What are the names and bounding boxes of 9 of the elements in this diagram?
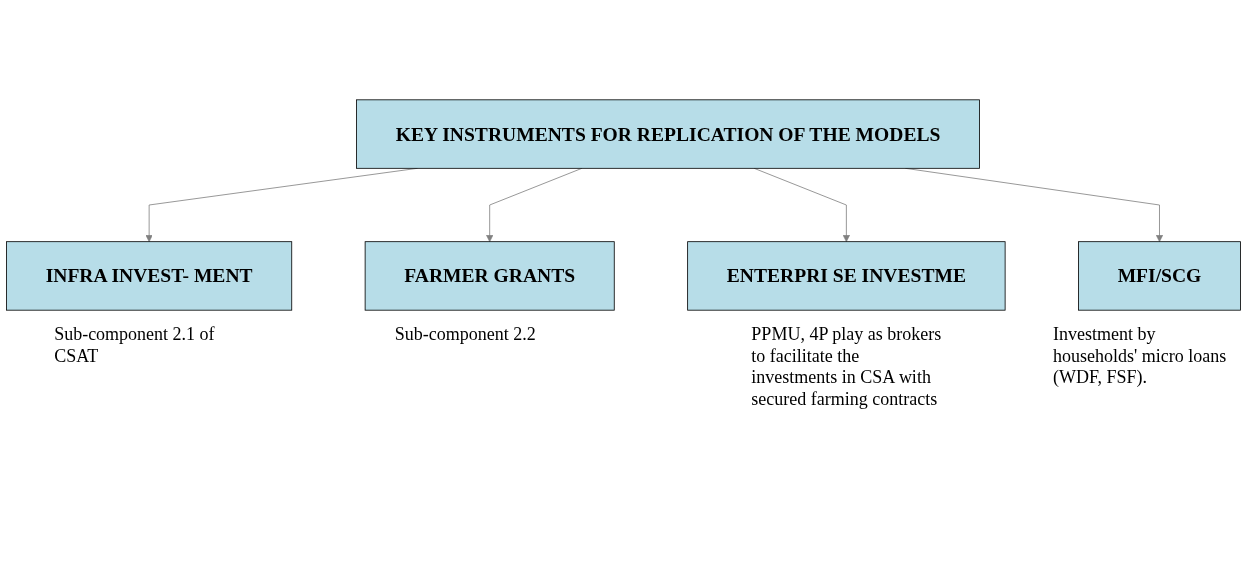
node-note: Sub-component 2.2 [394,324,537,346]
node-note: Sub-component 2.1 of CSAT [54,324,216,368]
node-box: KEY INSTRUMENTS FOR REPLICATION OF THE MODELS [356,99,980,169]
node-box: FARMER GRANTS [364,241,615,311]
node-box: ENTERPRI SE INVESTME [687,241,1006,311]
node-note: PPMU, 4P play as brokers to facilitate the investments in CSA with secured farming contracts [751,324,942,411]
node-box: INFRA INVEST- MENT [6,241,293,311]
node-box: MFI/SCG [1078,241,1241,311]
node-note: Investment by households' micro loans (WDF, FSF). [1053,324,1228,389]
